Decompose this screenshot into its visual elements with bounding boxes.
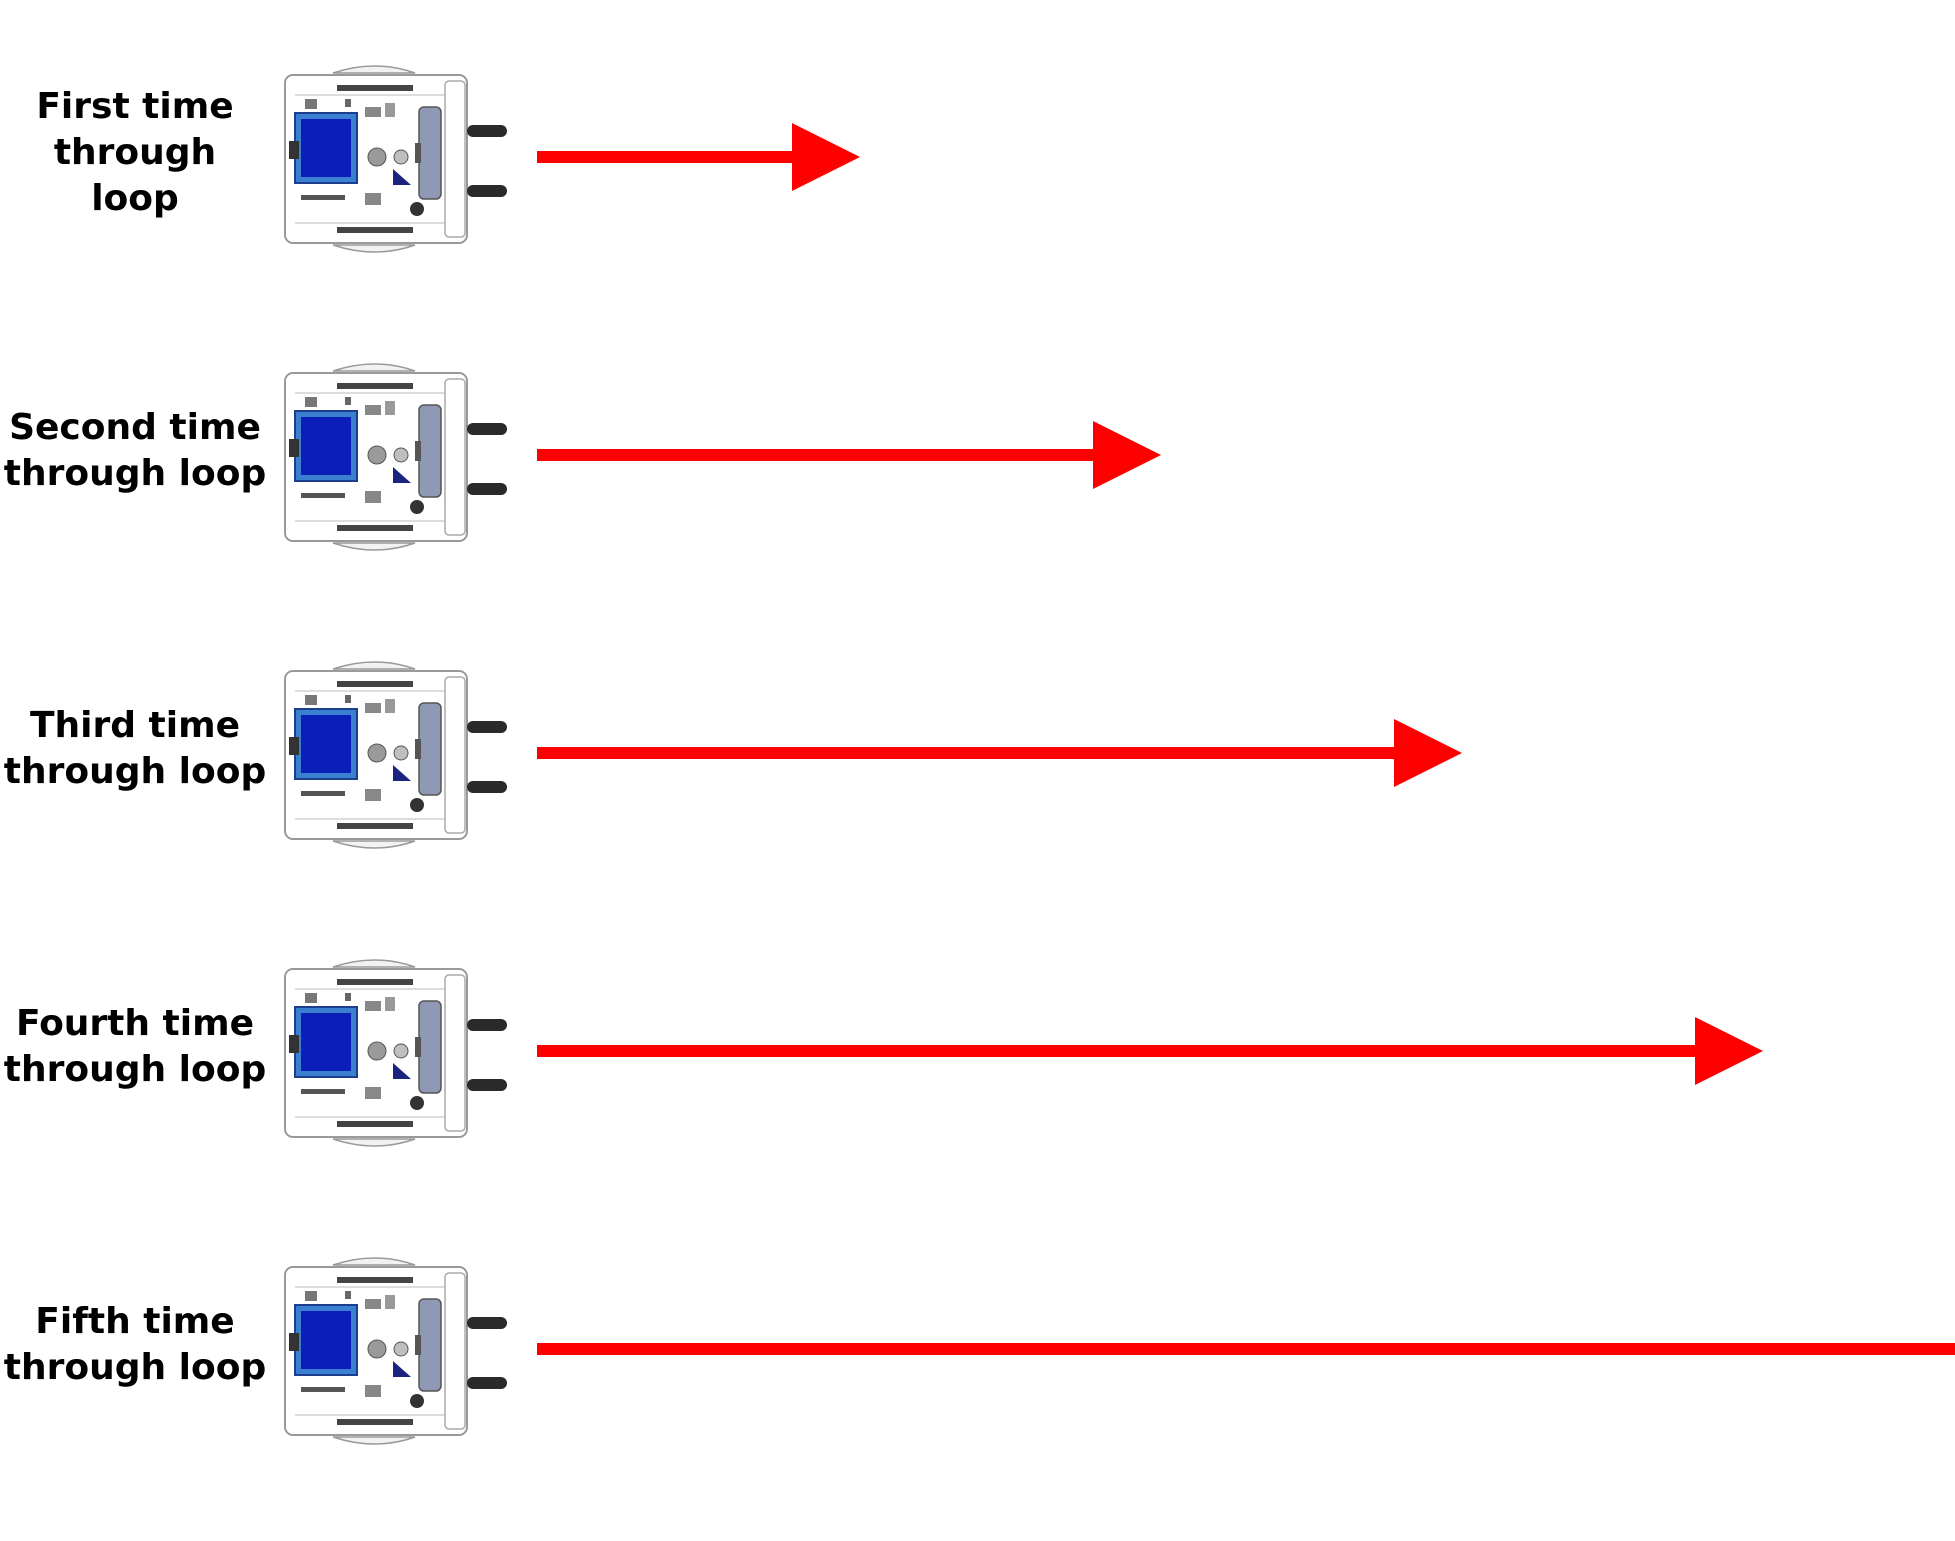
row-label-line: loop [91, 178, 179, 219]
row-label-line: Fifth time [35, 1301, 235, 1342]
row-label-line: through [53, 132, 217, 173]
distance-arrow-2 [537, 421, 1161, 489]
row-label-4: Fourth time through loop [0, 1001, 270, 1093]
arrow-head [1394, 719, 1462, 787]
robot-top-view-icon [284, 65, 508, 253]
row-label-line: through loop [3, 751, 267, 792]
robot-top-view-icon [284, 959, 508, 1147]
row-label-line: through loop [3, 1049, 267, 1090]
arrow-head [1695, 1017, 1763, 1085]
arrow-head [792, 123, 860, 191]
row-label-2: Second time through loop [0, 405, 270, 497]
robot-top-view-icon [284, 661, 508, 849]
row-label-1: First time through loop [0, 84, 270, 222]
row-label-line: Second time [9, 407, 261, 448]
distance-arrow-5 [537, 1343, 1955, 1355]
robot-top-view-icon [284, 1257, 508, 1445]
distance-arrow-4 [537, 1017, 1763, 1085]
row-label-line: First time [36, 86, 234, 127]
row-label-line: through loop [3, 453, 267, 494]
distance-arrow-3 [537, 719, 1462, 787]
robot-top-view-icon [284, 363, 508, 551]
row-label-line: Fourth time [15, 1003, 255, 1044]
row-label-line: through loop [3, 1347, 267, 1388]
row-label-3: Third time through loop [0, 703, 270, 795]
distance-arrow-1 [537, 123, 860, 191]
row-label-line: Third time [29, 705, 241, 746]
row-label-5: Fifth time through loop [0, 1299, 270, 1391]
arrow-head [1093, 421, 1161, 489]
